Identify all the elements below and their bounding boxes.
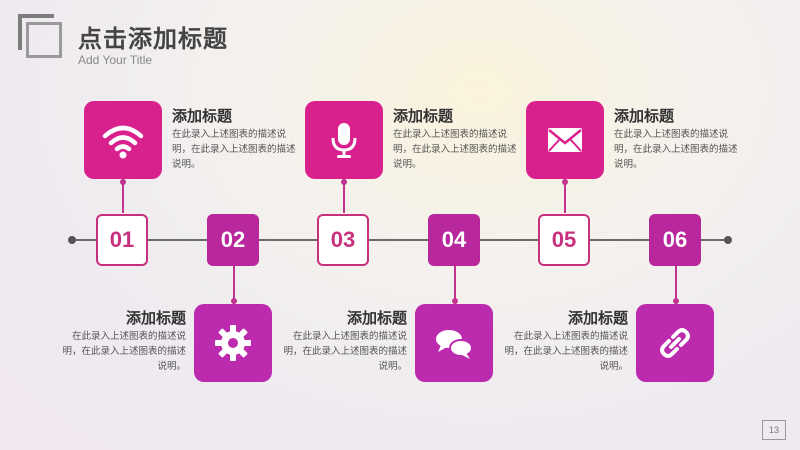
envelope-icon [548,128,582,152]
timeline-axis [72,239,728,241]
step-3-connector-dot [341,179,347,185]
step-1-icon-tile[interactable] [84,101,162,179]
step-5-number[interactable]: 05 [538,214,590,266]
timeline-end-dot [724,236,732,244]
step-2-connector-dot [231,298,237,304]
logo-mark [18,14,64,60]
step-5-title: 添加标题 [614,107,675,125]
step-1-connector-dot [120,179,126,185]
step-2-icon-tile[interactable] [194,304,272,382]
page-number: 13 [762,420,786,440]
step-1-desc: 在此录入上述图表的描述说明，在此录入上述图表的描述说明。 [172,129,296,170]
step-3-icon-tile[interactable] [305,101,383,179]
step-3-title: 添加标题 [393,107,454,125]
step-2-number[interactable]: 02 [207,214,259,266]
chat-bubbles-icon [436,330,473,359]
step-5-connector-dot [562,179,568,185]
step-1-title: 添加标题 [172,107,233,125]
step-4-connector [454,266,456,304]
step-1-connector [122,179,124,213]
step-6-connector [675,266,677,304]
step-6-desc: 在此录入上述图表的描述说明，在此录入上述图表的描述说明。 [504,331,628,372]
step-6-number[interactable]: 06 [649,214,701,266]
step-3-number[interactable]: 03 [317,214,369,266]
step-3-desc: 在此录入上述图表的描述说明，在此录入上述图表的描述说明。 [393,129,517,170]
step-6-title: 添加标题 [567,309,628,327]
step-5-connector [564,179,566,213]
step-4-title: 添加标题 [346,309,407,327]
step-2-desc: 在此录入上述图表的描述说明，在此录入上述图表的描述说明。 [62,331,186,372]
step-4-number[interactable]: 04 [428,214,480,266]
microphone-icon [331,123,357,158]
link-icon [660,328,690,358]
step-4-desc: 在此录入上述图表的描述说明，在此录入上述图表的描述说明。 [283,331,407,372]
step-4-icon-tile[interactable] [415,304,493,382]
step-2-title: 添加标题 [125,309,186,327]
wifi-icon [102,125,144,159]
step-1-number[interactable]: 01 [96,214,148,266]
step-4-connector-dot [452,298,458,304]
page-title: 点击添加标题 [78,25,228,53]
gear-icon [215,325,251,361]
page-subtitle: Add Your Title [78,53,153,67]
step-6-connector-dot [673,298,679,304]
step-2-connector [233,266,235,304]
step-3-connector [343,179,345,213]
step-5-icon-tile[interactable] [526,101,604,179]
step-5-desc: 在此录入上述图表的描述说明，在此录入上述图表的描述说明。 [614,129,738,170]
timeline-start-dot [68,236,76,244]
step-6-icon-tile[interactable] [636,304,714,382]
